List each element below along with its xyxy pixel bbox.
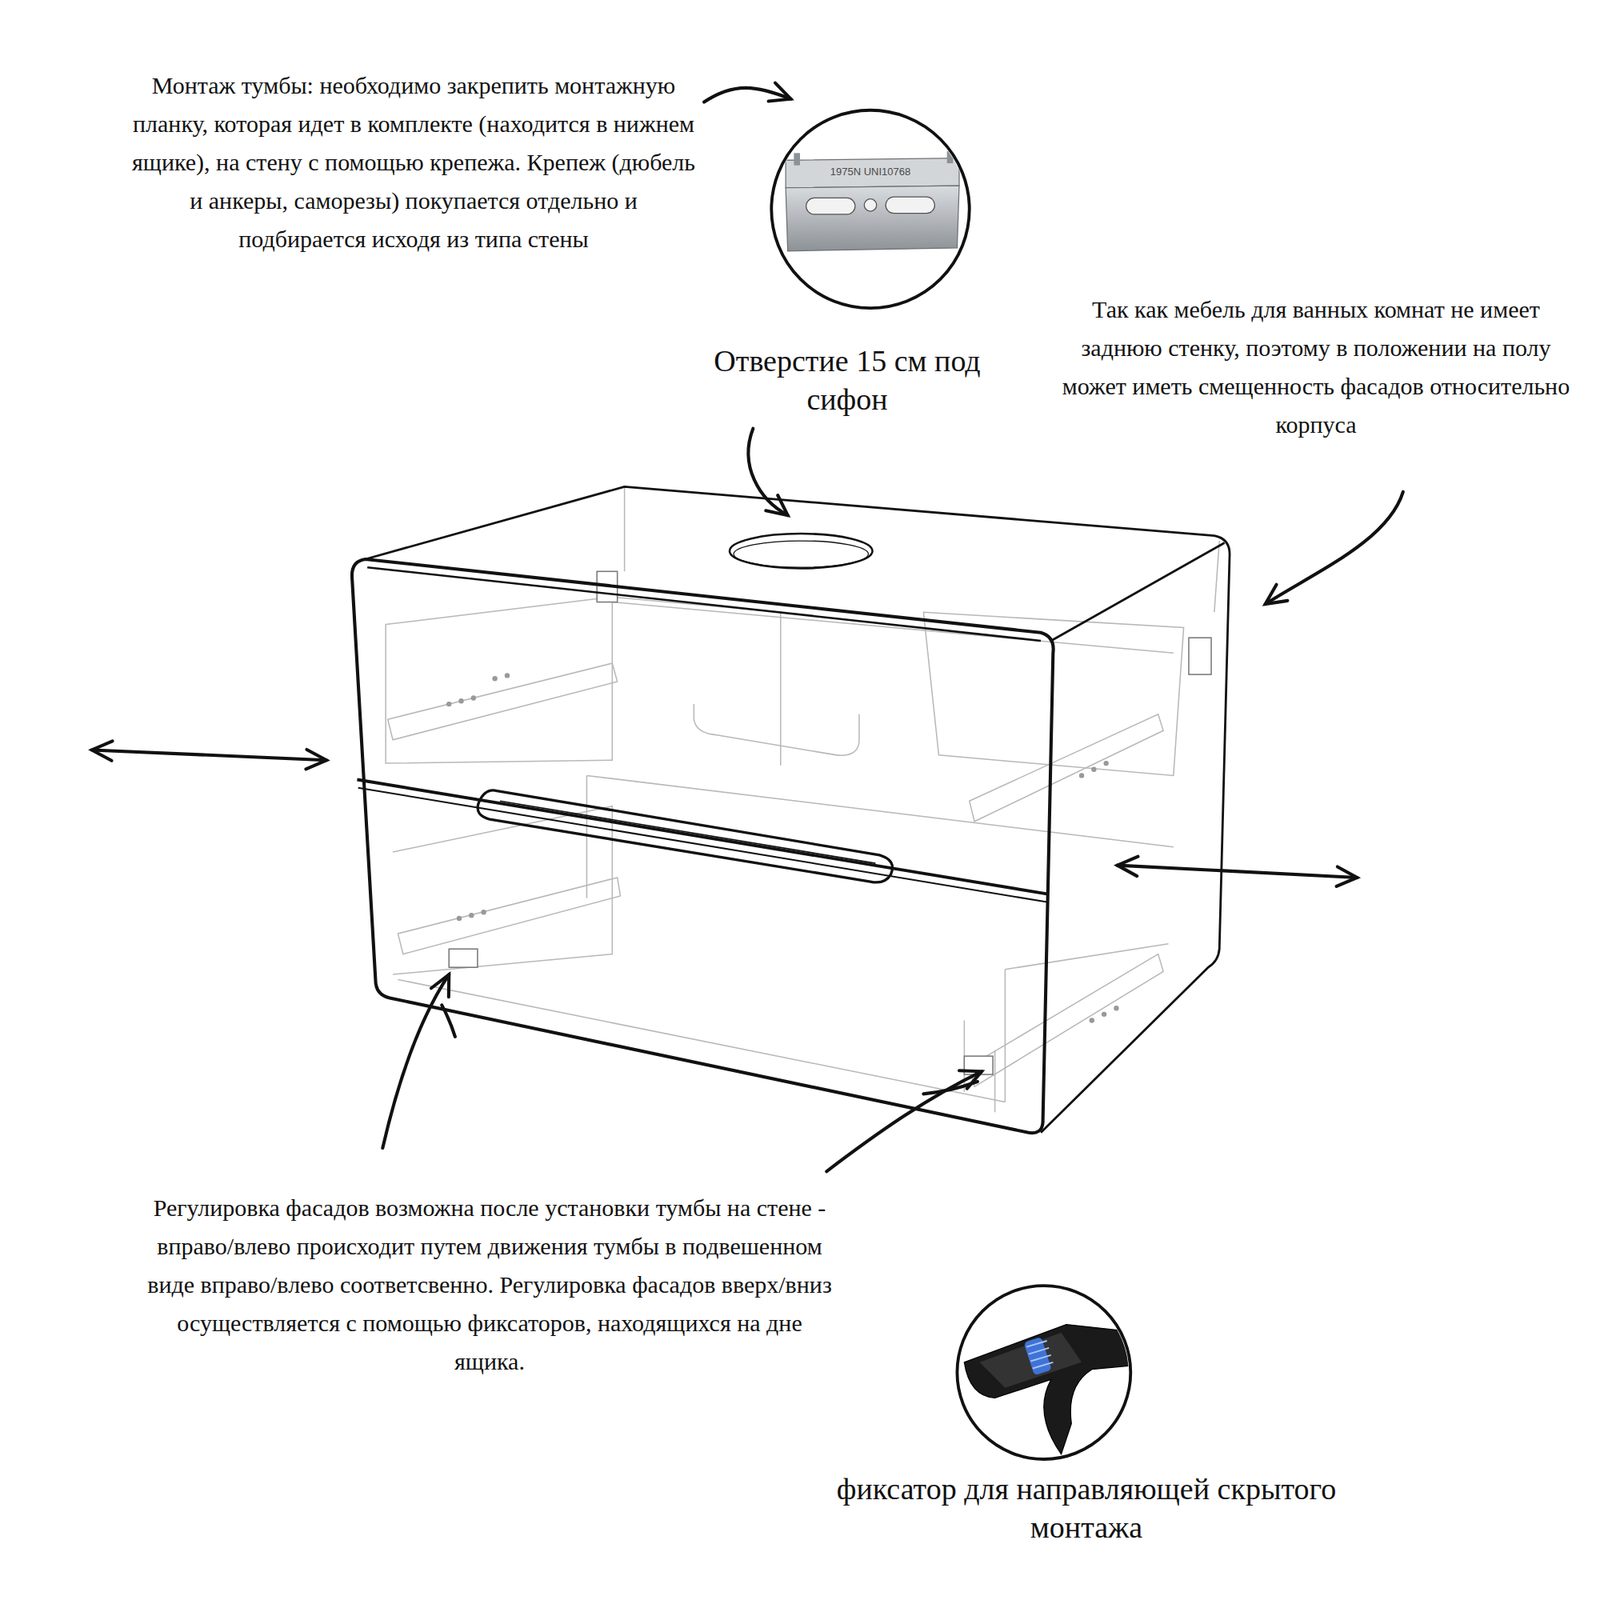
illustration-part [367, 567, 1041, 641]
illustration-part [693, 704, 860, 756]
leader-stroke [441, 1004, 456, 1037]
illustration-part [358, 788, 1048, 903]
illustration-part [806, 197, 856, 214]
illustration-part [785, 158, 960, 188]
hole-note-slot: Отверстие 15 см под сифон [675, 341, 1020, 419]
illustration-part [446, 701, 452, 707]
illustration-part [458, 698, 464, 704]
offset-note: Так как мебель для ванных комнат не имее… [1060, 290, 1572, 444]
illustration-part [468, 912, 474, 918]
illustration-part [1089, 1017, 1095, 1023]
illustration-part [448, 948, 478, 968]
illustration-part [771, 110, 969, 308]
illustration-part [785, 185, 960, 252]
illustration-part [356, 779, 1047, 894]
fixator-caption-slot: фиксатор для направляющей скрытого монта… [830, 1469, 1343, 1547]
offset-note-slot: Так как мебель для ванных комнат не имее… [1060, 290, 1572, 444]
illustration-part [964, 1324, 1135, 1455]
illustration-part [388, 663, 618, 740]
illustration-part [964, 1020, 995, 1113]
illustration-part [1051, 543, 1225, 641]
illustration-part [864, 199, 876, 212]
leader-arrow [1265, 492, 1404, 604]
hole-note: Отверстие 15 см под сифон [675, 341, 1020, 419]
illustration-part [477, 790, 892, 883]
illustration-part [446, 672, 1120, 1024]
illustration-part [793, 152, 800, 165]
arrow-head [1117, 856, 1139, 876]
illustration-part [1026, 1340, 1053, 1368]
illustration-part [586, 775, 1173, 898]
illustration-part [1079, 772, 1084, 778]
leader-arrow [382, 974, 449, 1148]
illustration-part [385, 486, 1220, 1112]
illustration-part [785, 151, 960, 252]
illustration-part [392, 806, 612, 975]
illustration-part [885, 196, 935, 213]
illustration-part [733, 540, 868, 568]
arrow-head [768, 83, 792, 102]
arrow-head [92, 740, 113, 760]
illustration-part [624, 486, 1220, 612]
illustration-part [480, 909, 486, 915]
arrow-head [1336, 866, 1358, 886]
illustration-part [612, 602, 1174, 654]
illustration-part [492, 676, 497, 681]
illustration-part [500, 800, 876, 864]
illustration-part [471, 695, 476, 700]
illustration-part [1103, 760, 1108, 766]
move-arrow [92, 750, 327, 761]
arrow-head [431, 974, 449, 997]
illustration-part [979, 1332, 1082, 1388]
arrow-head [1265, 584, 1288, 604]
leader-arrow [748, 428, 788, 516]
illustration-part [1113, 1005, 1119, 1011]
illustration-part [456, 916, 462, 921]
mounting-note: Монтаж тумбы: необходимо закрепить монта… [125, 66, 702, 259]
illustration-part [352, 486, 1230, 1133]
illustration-part [1091, 767, 1096, 772]
illustration-part [504, 672, 510, 678]
illustration-part [1101, 1012, 1107, 1017]
mounting-note-slot: Монтаж тумбы: необходимо закрепить монта… [125, 66, 702, 259]
illustration-part [969, 954, 1164, 1088]
arrow-head [305, 749, 327, 769]
plate-marking: 1975N UNI10768 [790, 165, 951, 179]
illustration-part [397, 877, 620, 955]
plate-marking-slot: 1975N UNI10768 [790, 165, 951, 179]
move-arrow [1117, 865, 1358, 878]
illustration-part [947, 151, 954, 164]
illustration-part [612, 596, 780, 765]
adjustment-note: Регулировка фасадов возможна после устан… [145, 1188, 834, 1381]
illustration-part [352, 559, 1054, 1133]
illustration-part [1188, 637, 1212, 675]
leader-arrow [826, 1071, 982, 1172]
arrow-head [765, 495, 788, 516]
illustration-part [385, 596, 612, 764]
illustration-part [448, 571, 1212, 1075]
illustration-part [969, 714, 1164, 822]
illustration-part [729, 533, 873, 568]
illustration-part [964, 1324, 1135, 1455]
leader-stroke [923, 1081, 978, 1094]
adjustment-note-slot: Регулировка фасадов возможна после устан… [145, 1188, 834, 1381]
fixator-caption: фиксатор для направляющей скрытого монта… [830, 1469, 1343, 1547]
